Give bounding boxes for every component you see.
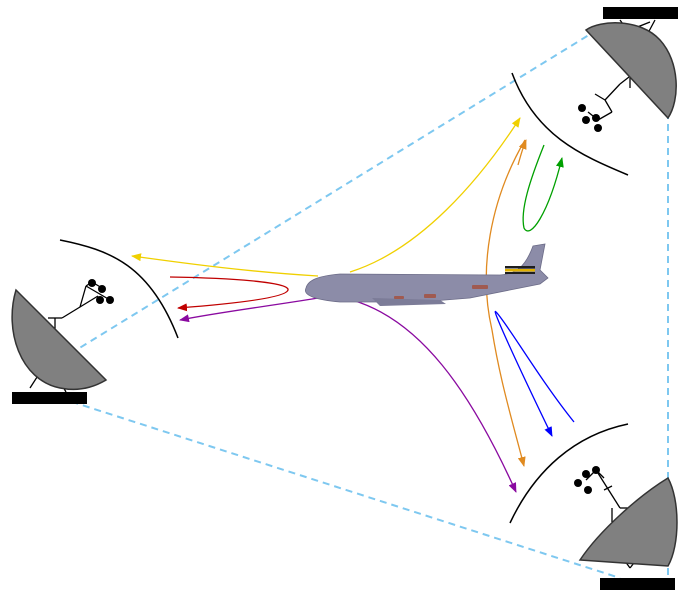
wave-front-bottom-right: [509, 423, 629, 524]
aircraft-stripe-dark-2: [505, 272, 535, 274]
station-base-bar: [603, 7, 678, 19]
signal-path-purple-right: [351, 299, 517, 493]
signal-path-blue-loop: [494, 310, 575, 437]
signal-path-yellow-left: [131, 253, 319, 277]
satellite-dish-icon: [578, 476, 678, 567]
aircraft-stripe-dark: [505, 266, 535, 269]
signal-path-green-loop: [522, 144, 564, 232]
feed-dots: [578, 104, 602, 132]
station-base-bar: [12, 392, 87, 404]
feed-dots: [88, 279, 114, 304]
feed-dots: [574, 466, 600, 494]
wave-fronts: [59, 72, 629, 524]
cargo-aircraft-icon: [305, 243, 549, 306]
station-bottom-right: [574, 466, 678, 590]
station-base-bar: [600, 578, 675, 590]
station-top-right: [578, 7, 678, 132]
signal-path-purple-left: [179, 297, 319, 323]
aircraft-markings: [394, 285, 488, 299]
signal-paths: [131, 117, 575, 493]
station-left: [11, 279, 114, 404]
satellite-dish-icon: [584, 22, 677, 120]
aircraft-wing: [372, 298, 446, 306]
signal-path-orange-top-head: [517, 139, 527, 166]
signal-path-red-loop: [169, 276, 289, 312]
signal-path-yellow-right: [349, 117, 521, 273]
wave-front-left: [59, 239, 179, 339]
wave-front-top-right: [511, 72, 629, 176]
aircraft-stripe-gold: [505, 269, 535, 272]
baseline-left-bottom: [59, 397, 621, 579]
satellite-dish-icon: [11, 288, 108, 391]
signal-path-orange-vertical: [485, 139, 526, 467]
